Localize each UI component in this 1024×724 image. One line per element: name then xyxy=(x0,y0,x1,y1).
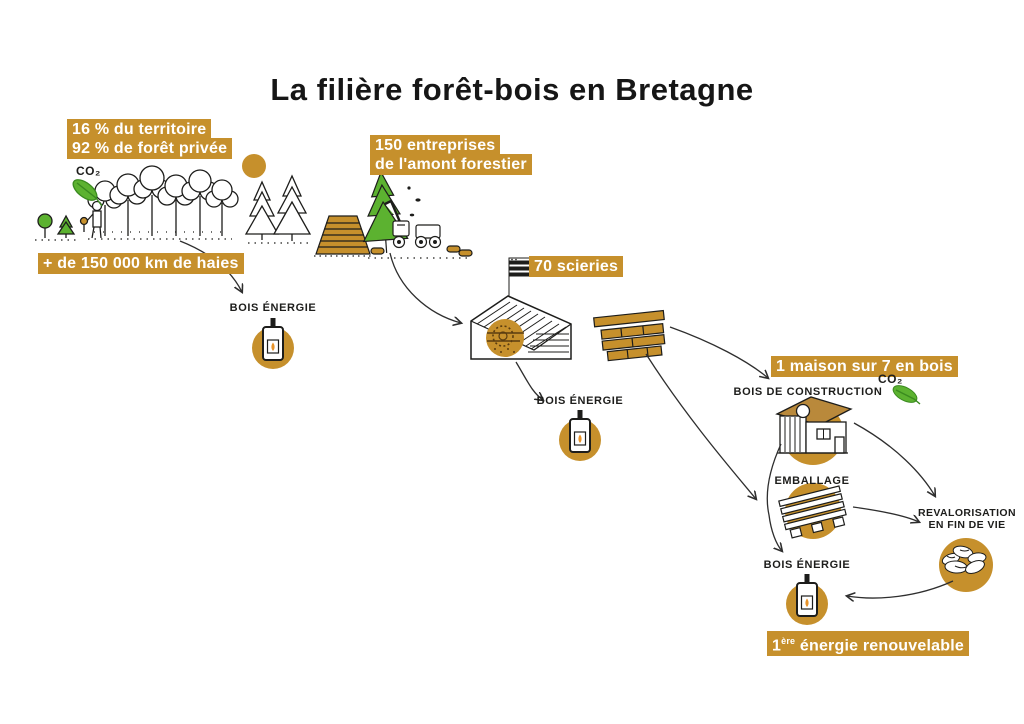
label-bois-energie-1: BOIS ÉNERGIE xyxy=(229,302,317,314)
tree-planter-icon xyxy=(37,200,103,239)
wall-planks xyxy=(528,333,569,353)
badge-territory-line2: 92 % de forêt privée xyxy=(67,138,233,159)
pallet-icon xyxy=(778,483,847,539)
label-bois-energie-3: BOIS ÉNERGIE xyxy=(763,559,851,571)
badge-companies-line2: de l'amont forestier xyxy=(370,154,532,175)
badge-sawmills: 70 scieries xyxy=(529,256,624,277)
badge-hedges: + de 150 000 km de haies xyxy=(38,253,244,274)
arrow-construction-to-recycling xyxy=(853,422,935,496)
arrow-lumber-to-construction xyxy=(669,326,768,378)
leaf-icon xyxy=(892,385,921,405)
wood-stove-icon xyxy=(559,410,601,461)
label-revalorisation-line1: REVALORISATION xyxy=(918,507,1016,519)
log-pile-icon xyxy=(314,215,372,257)
harvester-icon xyxy=(384,199,442,249)
badge-renewable-energy-number: 1 xyxy=(772,637,782,655)
page-title: La filière forêt-bois en Bretagne xyxy=(270,72,754,107)
label-revalorisation: REVALORISATION EN FIN DE VIE xyxy=(918,507,1016,531)
co2-label: CO₂ xyxy=(878,372,903,386)
label-bois-energie-2: BOIS ÉNERGIE xyxy=(536,395,624,407)
cut-logs-icon xyxy=(370,245,473,257)
label-bois-construction: BOIS DE CONSTRUCTION xyxy=(733,386,883,398)
co2-label: CO₂ xyxy=(76,164,101,178)
logging-illustration xyxy=(314,170,473,259)
saw-blade-icon xyxy=(486,319,524,357)
label-emballage: EMBALLAGE xyxy=(774,475,850,487)
arrow-logging-to-sawmill xyxy=(389,252,461,323)
arrow-recycling-to-energy xyxy=(847,580,954,598)
badge-renewable-energy: 1ère énergie renouvelable xyxy=(767,631,969,657)
lumber-stack-icon xyxy=(593,309,666,362)
arrow-sawmill-to-energy xyxy=(515,361,543,400)
arrow-packaging-to-recycling xyxy=(852,506,919,522)
badge-territory-line1: 16 % du territoire xyxy=(67,119,212,140)
label-revalorisation-line2: EN FIN DE VIE xyxy=(928,519,1006,531)
wood-stove-icon xyxy=(252,318,294,369)
badge-renewable-energy-text: énergie renouvelable xyxy=(795,637,964,655)
forest-illustration xyxy=(35,154,312,244)
wood-stove-icon xyxy=(786,574,828,625)
ground-dots xyxy=(35,231,312,244)
arrow-lumber-to-packaging xyxy=(645,353,756,499)
leaf-icon xyxy=(72,179,103,207)
construction-house-icon xyxy=(775,396,853,465)
arrow-construction-to-energy xyxy=(766,443,782,551)
wood-recycling-icon xyxy=(939,538,993,592)
deciduous-trees-icon xyxy=(87,165,239,236)
conifer-trees-icon xyxy=(244,174,312,241)
badge-companies-line1: 150 entreprises xyxy=(370,135,501,156)
sun-icon xyxy=(242,154,266,178)
badge-houses: 1 maison sur 7 en bois xyxy=(771,356,958,377)
badge-renewable-energy-sup: ère xyxy=(781,636,796,646)
